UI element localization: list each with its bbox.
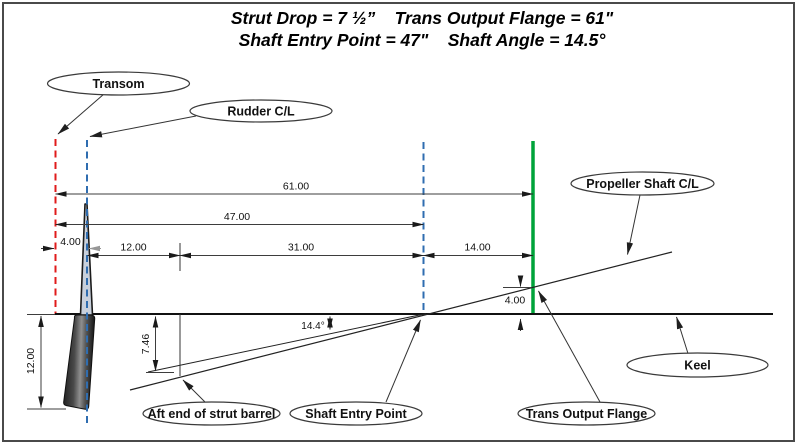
- callout-shaft-entry-point-label: Shaft Entry Point: [305, 407, 407, 421]
- prop-shaft-cl-leader: [626, 194, 641, 255]
- dim-value-47: 47.00: [224, 211, 250, 223]
- title-line-1: Strut Drop = 7 ½” Trans Output Flange = …: [230, 8, 614, 28]
- callout-keel-label: Keel: [684, 359, 710, 373]
- callout-aft-strut-barrel: Aft end of strut barrel: [142, 401, 281, 426]
- callout-prop-shaft-cl: Propeller Shaft C/L: [570, 171, 715, 196]
- rudder-blade-shape: [63, 314, 96, 410]
- strut-barrel-line: [147, 313, 427, 373]
- angle-value: 14.4°: [301, 321, 324, 332]
- dim-value-4-left: 4.00: [60, 236, 81, 248]
- dim-value-14: 14.00: [464, 242, 490, 254]
- dim-value-4-right: 4.00: [505, 295, 526, 307]
- keel-leader: [676, 316, 689, 354]
- shaft-entry-leader: [385, 319, 421, 403]
- callout-aft-strut-barrel-label: Aft end of strut barrel: [148, 407, 276, 421]
- dim-value-12v: 12.00: [25, 348, 37, 374]
- dim-value-746: 7.46: [140, 334, 152, 355]
- rudder-cl-leader: [89, 115, 197, 138]
- callout-rudder-cl-label: Rudder C/L: [227, 105, 295, 119]
- trans-output-flange-leader: [538, 290, 601, 403]
- callout-trans-output-flange-label: Trans Output Flange: [526, 407, 648, 421]
- callout-transom-label: Transom: [92, 77, 144, 91]
- transom-leader: [57, 93, 105, 135]
- callout-prop-shaft-cl-label: Propeller Shaft C/L: [586, 177, 699, 191]
- dim-value-31: 31.00: [288, 242, 314, 254]
- callout-transom: Transom: [46, 71, 191, 96]
- callout-rudder-cl: Rudder C/L: [189, 99, 333, 123]
- dim-value-12: 12.00: [120, 242, 146, 254]
- propeller-shaft-line: [129, 251, 673, 391]
- aft-strut-barrel-leader: [182, 379, 206, 403]
- title-line-2: Shaft Entry Point = 47" Shaft Angle = 14…: [238, 30, 606, 50]
- title-block: Strut Drop = 7 ½” Trans Output Flange = …: [44, 7, 800, 51]
- callout-trans-output-flange: Trans Output Flange: [517, 401, 656, 426]
- callout-shaft-entry-point: Shaft Entry Point: [289, 401, 423, 426]
- dim-value-61: 61.00: [283, 181, 309, 193]
- callout-keel: Keel: [626, 352, 769, 378]
